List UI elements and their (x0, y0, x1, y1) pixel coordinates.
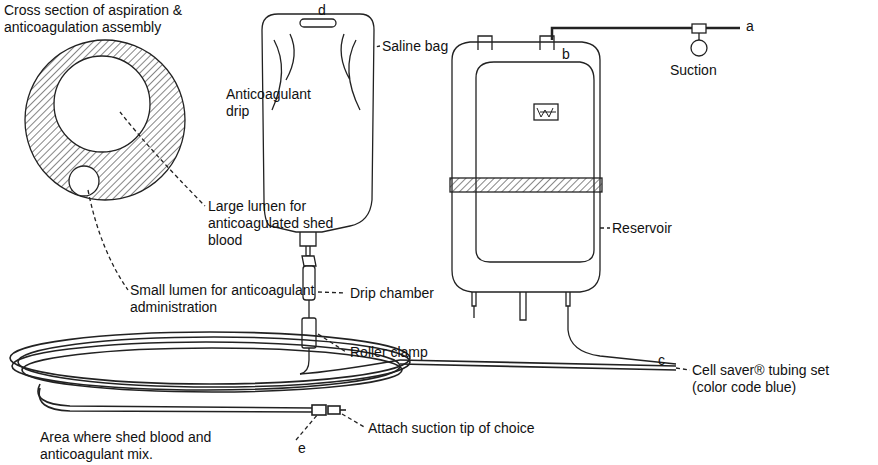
part-label: Anticoagulant drip (226, 86, 326, 120)
part-label: c (658, 352, 678, 369)
part-label: Cross section of aspiration & anticoagul… (4, 2, 204, 36)
part-label: d (318, 2, 338, 19)
part-label: Attach suction tip of choice (368, 420, 588, 437)
part-label: b (562, 46, 582, 63)
part-label: Drip chamber (350, 285, 470, 302)
part-label: Roller clamp (350, 344, 470, 361)
part-label: Cell saver® tubing set (color code blue) (692, 362, 832, 396)
part-label: Reservoir (612, 220, 712, 237)
part-label: Saline bag (382, 38, 502, 55)
part-label: Small lumen for anticoagulant administra… (130, 282, 345, 316)
part-label: Suction (670, 62, 750, 79)
part-label: Area where shed blood and anticoagulant … (40, 429, 250, 463)
tubing-set (10, 332, 676, 415)
part-label: e (298, 440, 318, 457)
part-label: a (746, 18, 766, 35)
part-label: Large lumen for anticoagulated shed bloo… (208, 198, 338, 249)
cross-section (25, 40, 185, 200)
